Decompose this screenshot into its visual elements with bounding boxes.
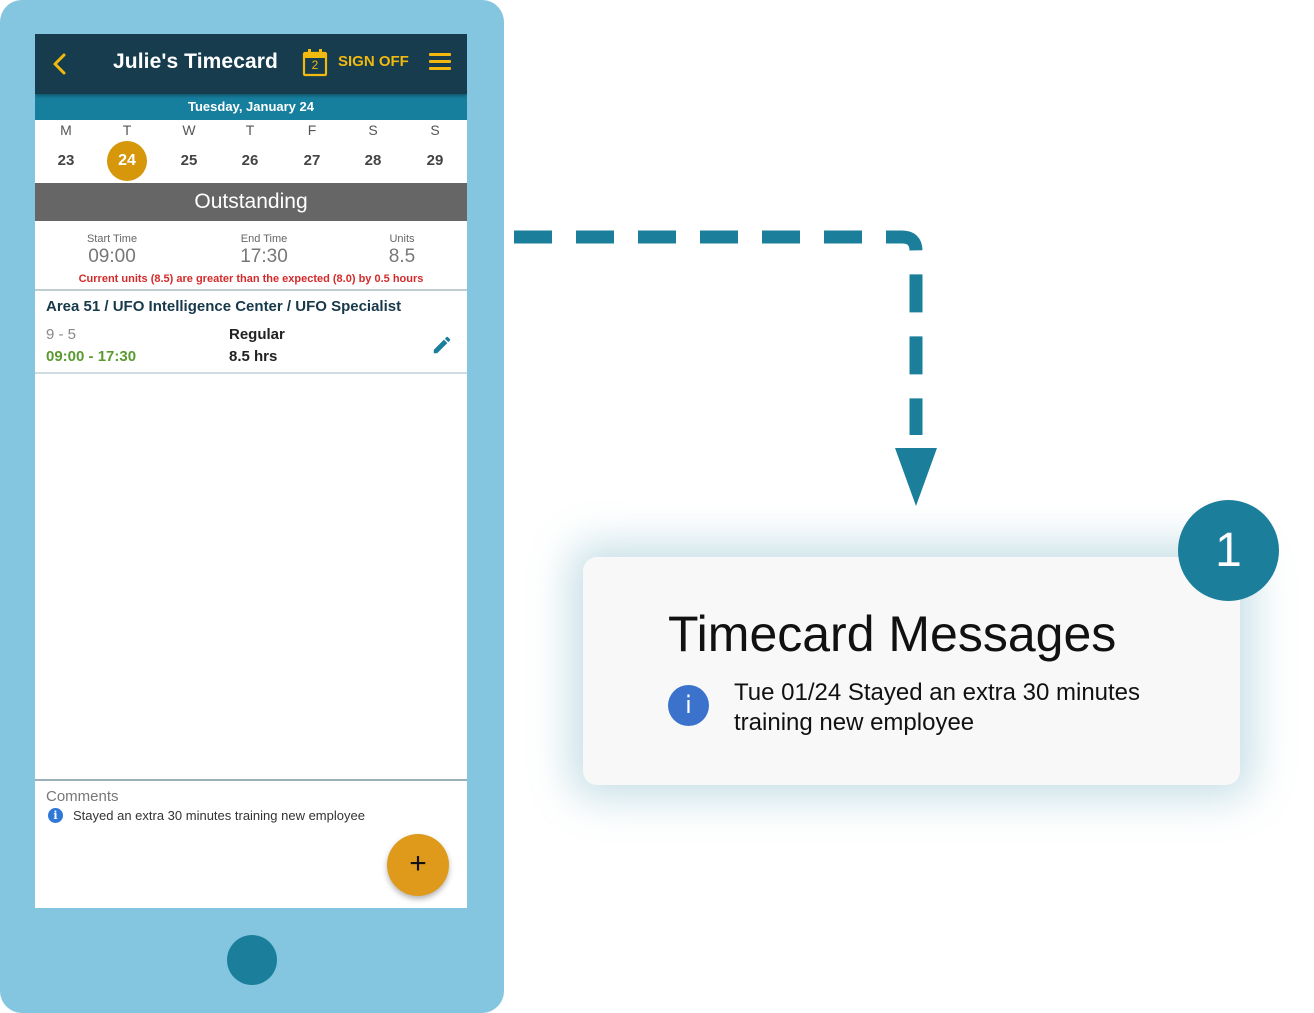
day-of-week: T [245,122,255,138]
time-summary: Start Time 09:00 End Time 17:30 Units 8.… [35,221,467,291]
calendar-icon [302,49,328,77]
calendar-badge-count: 2 [311,58,319,72]
day-number-selected: 24 [107,141,147,181]
app-screen: Julie's Timecard 2 SIGN OFF Tuesday, Jan… [35,34,467,908]
entry-time-range: 09:00 - 17:30 [46,348,137,365]
entry-pay-type: Regular [229,326,285,343]
day-number: 27 [303,152,321,169]
time-entry-row[interactable]: Area 51 / UFO Intelligence Center / UFO … [35,293,467,374]
day-wed-25[interactable]: W 25 [158,120,220,182]
day-sun-29[interactable]: S 29 [404,120,466,182]
comments-header: Comments [46,788,119,805]
end-time-block: End Time 17:30 [229,233,299,268]
add-button[interactable]: + [387,834,449,896]
selected-date-label: Tuesday, January 24 [35,94,467,120]
info-icon: i [48,808,63,823]
end-time-value: 17:30 [240,246,288,267]
day-of-week: M [60,122,72,138]
entry-schedule: 9 - 5 [46,326,77,343]
units-warning: Current units (8.5) are greater than the… [78,273,424,285]
plus-icon: + [409,847,427,880]
start-time-block: Start Time 09:00 [77,233,147,268]
week-selector: M 23 T 24 W 25 T 26 F 27 S 28 [35,120,467,182]
page-title: Julie's Timecard [113,50,278,73]
step-number-badge: 1 [1178,500,1279,601]
day-thu-26[interactable]: T 26 [219,120,281,182]
calendar-button[interactable]: 2 [302,49,328,77]
callout-heading: Timecard Messages [668,606,1117,662]
day-number: 28 [364,152,382,169]
chevron-left-icon[interactable] [49,50,71,78]
comment-item: i Stayed an extra 30 minutes training ne… [48,808,365,823]
hamburger-menu-icon[interactable] [429,53,451,71]
callout-message: Tue 01/24 Stayed an extra 30 minutes tra… [734,679,1141,736]
day-number: 29 [426,152,444,169]
sign-off-button[interactable]: SIGN OFF [338,53,409,70]
day-number: 25 [180,152,198,169]
units-label: Units [389,233,415,245]
phone-frame: Julie's Timecard 2 SIGN OFF Tuesday, Jan… [0,0,504,1013]
day-of-week: S [430,122,440,138]
home-button[interactable] [227,935,277,985]
start-time-value: 09:00 [88,246,136,267]
day-of-week: W [182,122,196,138]
day-number: 26 [241,152,259,169]
comments-section: Comments i Stayed an extra 30 minutes tr… [35,779,467,908]
units-value: 8.5 [388,246,416,267]
start-time-label: Start Time [86,233,138,245]
day-number: 23 [57,152,75,169]
day-fri-27[interactable]: F 27 [281,120,343,182]
comment-text: Stayed an extra 30 minutes training new … [73,808,365,823]
day-tue-24[interactable]: T 24 [96,120,158,182]
entry-hours: 8.5 hrs [229,348,278,365]
app-header: Julie's Timecard 2 SIGN OFF [35,34,467,94]
day-of-week: S [368,122,378,138]
day-mon-23[interactable]: M 23 [35,120,97,182]
day-of-week: F [307,122,317,138]
dashed-arrow-connector [514,230,937,506]
end-time-label: End Time [240,233,288,245]
timecard-messages-callout: Timecard Messages i Tue 01/24 Stayed an … [583,557,1240,785]
day-of-week: T [122,122,132,138]
day-sat-28[interactable]: S 28 [342,120,404,182]
status-banner: Outstanding [35,183,467,221]
pencil-icon[interactable] [431,334,453,356]
info-icon: i [668,685,709,726]
entry-position-path: Area 51 / UFO Intelligence Center / UFO … [46,298,402,315]
units-block: Units 8.5 [377,233,427,268]
